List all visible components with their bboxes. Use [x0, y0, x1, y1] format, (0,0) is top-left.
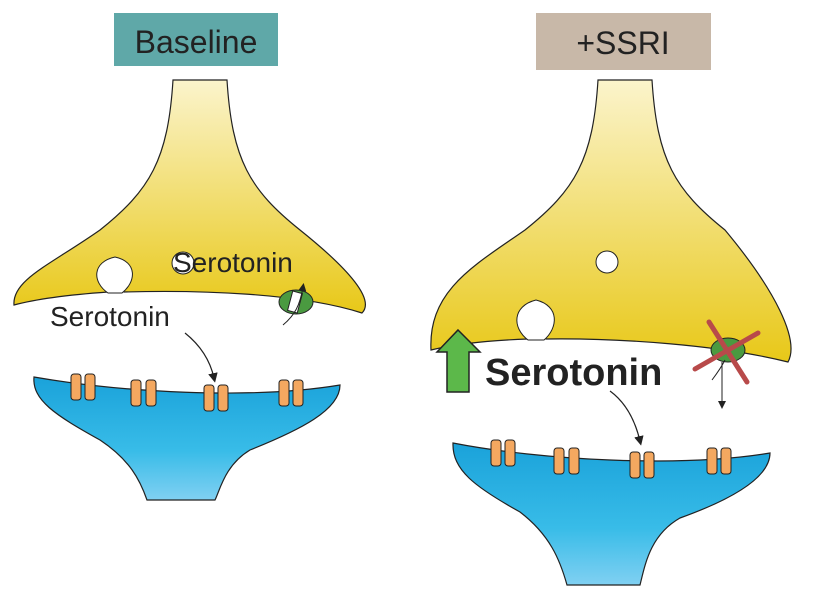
- receptors: [490, 439, 732, 479]
- serotonin-inside-label: Serotonin: [173, 247, 293, 278]
- baseline-panel: Baseline Serotonin Serotonin: [13, 13, 366, 501]
- postsynaptic-neuron: [33, 376, 341, 501]
- release-arrow: [184, 332, 218, 383]
- baseline-title-box: [114, 13, 278, 66]
- vesicle: [171, 251, 195, 275]
- block-x-icon: [692, 319, 761, 385]
- presynaptic-neuron: [430, 79, 792, 363]
- serotonin-transporter: [278, 283, 314, 326]
- vesicle: [595, 250, 619, 274]
- increase-arrow-icon: [435, 328, 482, 393]
- presynaptic-neuron: [13, 79, 366, 314]
- serotonin-cleft-label: Serotonin: [50, 301, 170, 332]
- ssri-title-box: [536, 13, 711, 70]
- receptors: [70, 373, 304, 412]
- blocked-transporter: [692, 319, 761, 409]
- fusing-vesicle: [96, 256, 133, 294]
- serotonin-increased-label: Serotonin: [485, 352, 662, 394]
- baseline-title: Baseline: [135, 24, 258, 60]
- fusing-vesicle: [516, 299, 555, 341]
- release-arrow: [609, 390, 644, 446]
- ssri-title: +SSRI: [576, 25, 669, 61]
- ssri-panel: +SSRI Serotonin: [430, 13, 792, 586]
